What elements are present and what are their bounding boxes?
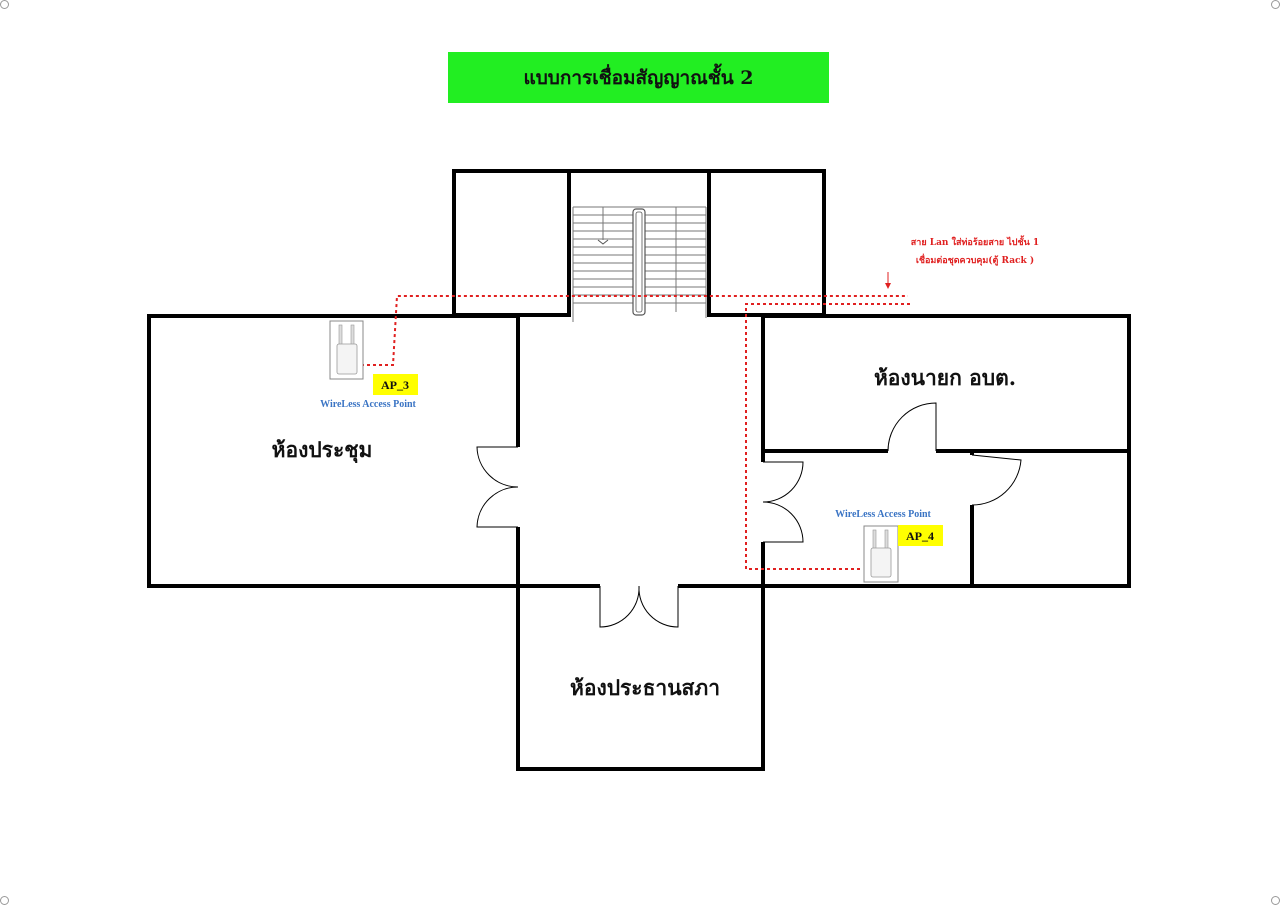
cable-note-line2: เชื่อมต่อชุดควบคุม(ตู้ Rack ) — [916, 253, 1034, 266]
door-meeting-upper — [476, 446, 519, 488]
room-label-council: ห้องประธานสภา — [570, 675, 720, 700]
stair-handrail-inner — [635, 211, 643, 313]
page-corner-marker — [0, 0, 9, 9]
ap4-tag-background — [898, 525, 943, 546]
cable-routes — [361, 295, 910, 570]
room-label-chief: ห้องนายก อบต. — [874, 365, 1016, 390]
door-chief-room — [887, 402, 937, 452]
cable-route-ap4 — [745, 303, 910, 570]
diagram-title: แบบการเชื่อมสัญญาณชั้น 2 — [448, 52, 829, 103]
ap4-tag: AP_4 — [906, 529, 934, 543]
door-hall-right-upper — [762, 461, 804, 503]
cable-note-line1: สาย Lan ใส่ท่อร้อยสาย ไปชั้น 1 — [911, 235, 1039, 248]
ap3-tag: AP_3 — [381, 378, 409, 392]
ap4-caption: WireLess Access Point — [835, 509, 931, 520]
stair-arrow-icon — [597, 239, 609, 245]
access-point-ap3: AP_3 WireLess Access Point — [320, 320, 418, 410]
cable-route-ap3 — [361, 295, 908, 366]
door-council-left — [599, 585, 640, 628]
door-hall-right-lower — [762, 501, 804, 543]
stair-handrail — [632, 208, 646, 316]
door-meeting-lower — [476, 486, 519, 528]
diagram-title-text: แบบการเชื่อมสัญญาณชั้น 2 — [523, 66, 754, 89]
door-council-right — [638, 585, 679, 628]
door-swings — [476, 402, 1022, 628]
cable-note-arrow-icon — [885, 283, 891, 289]
room-label-meeting: ห้องประชุม — [272, 437, 373, 464]
door-small-room — [971, 454, 1022, 506]
access-point-ap4: AP_4 WireLess Access Point — [835, 509, 943, 583]
ap3-caption: WireLess Access Point — [320, 399, 416, 410]
ap3-tag-background — [373, 374, 418, 395]
